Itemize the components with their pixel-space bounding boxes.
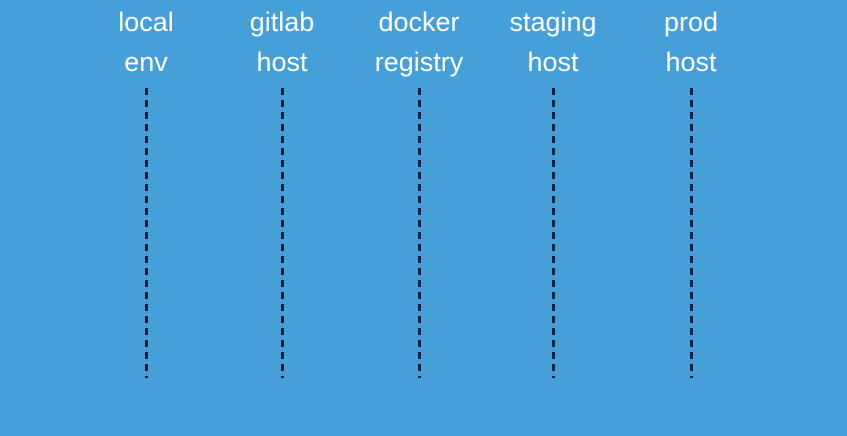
lifeline-label: staging host	[509, 2, 596, 82]
lifeline-label-line1: prod	[663, 7, 719, 37]
lifeline-label-line2: registry	[374, 47, 464, 77]
lifeline-dashed-line	[689, 88, 693, 378]
lifeline-label-line1: docker	[378, 7, 460, 37]
lifeline-label: gitlab host	[250, 2, 315, 82]
lifeline-label: docker registry	[375, 2, 464, 82]
lifeline-label-line1: local	[118, 7, 174, 37]
lifeline-label: prod host	[664, 2, 718, 82]
lifeline-label: local env	[118, 2, 174, 82]
lifeline-label-line2: host	[256, 47, 308, 77]
lifeline-dashed-line	[417, 88, 421, 378]
lifeline-label-line2: host	[665, 47, 717, 77]
lifeline-dashed-line	[144, 88, 148, 378]
lifeline-label-line1: gitlab	[249, 7, 315, 37]
lifeline-dashed-line	[280, 88, 284, 378]
lifeline-label-line2: host	[527, 47, 579, 77]
lifeline-label-line1: staging	[509, 7, 597, 37]
lifeline-dashed-line	[551, 88, 555, 378]
lifeline-label-line2: env	[124, 47, 168, 77]
